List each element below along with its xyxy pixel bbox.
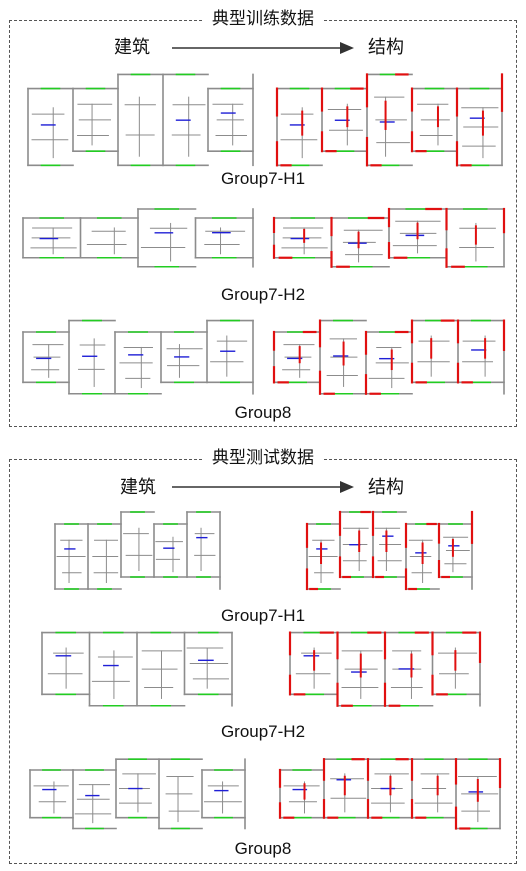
- test-h1-architecture-plan: [54, 511, 221, 590]
- train-g8-architecture-plan: [22, 319, 254, 395]
- train-g8-structure-plan: [272, 319, 506, 395]
- test-g8-structure-plan: [278, 758, 502, 830]
- train-h2-structure-plan: [272, 207, 506, 268]
- train-h1-structure-plan: [275, 73, 504, 167]
- test-group-label-1: Group7-H1: [220, 606, 306, 625]
- train-group-label-3: Group8: [234, 403, 292, 422]
- testing-architecture-label: 建筑: [120, 477, 156, 498]
- train-group-label-2: Group7-H2: [220, 285, 306, 304]
- train-h1-architecture-plan: [27, 73, 254, 167]
- training-structure-label: 结构: [368, 37, 404, 58]
- test-h1-structure-plan: [305, 510, 474, 591]
- test-g8-architecture-plan: [29, 758, 246, 830]
- test-group-label-2: Group7-H2: [220, 722, 306, 741]
- train-h2-architecture-plan: [22, 208, 254, 268]
- training-architecture-label: 建筑: [114, 37, 150, 58]
- test-h2-structure-plan: [288, 631, 482, 707]
- testing-arrow-icon: [172, 481, 354, 493]
- testing-structure-label: 结构: [368, 477, 404, 498]
- training-panel-title: 典型训练数据: [0, 9, 526, 29]
- test-group-label-3: Group8: [234, 839, 292, 858]
- train-group-label-1: Group7-H1: [220, 169, 306, 188]
- testing-panel-title: 典型测试数据: [0, 448, 526, 468]
- training-arrow-icon: [172, 42, 354, 54]
- test-h2-architecture-plan: [41, 631, 233, 707]
